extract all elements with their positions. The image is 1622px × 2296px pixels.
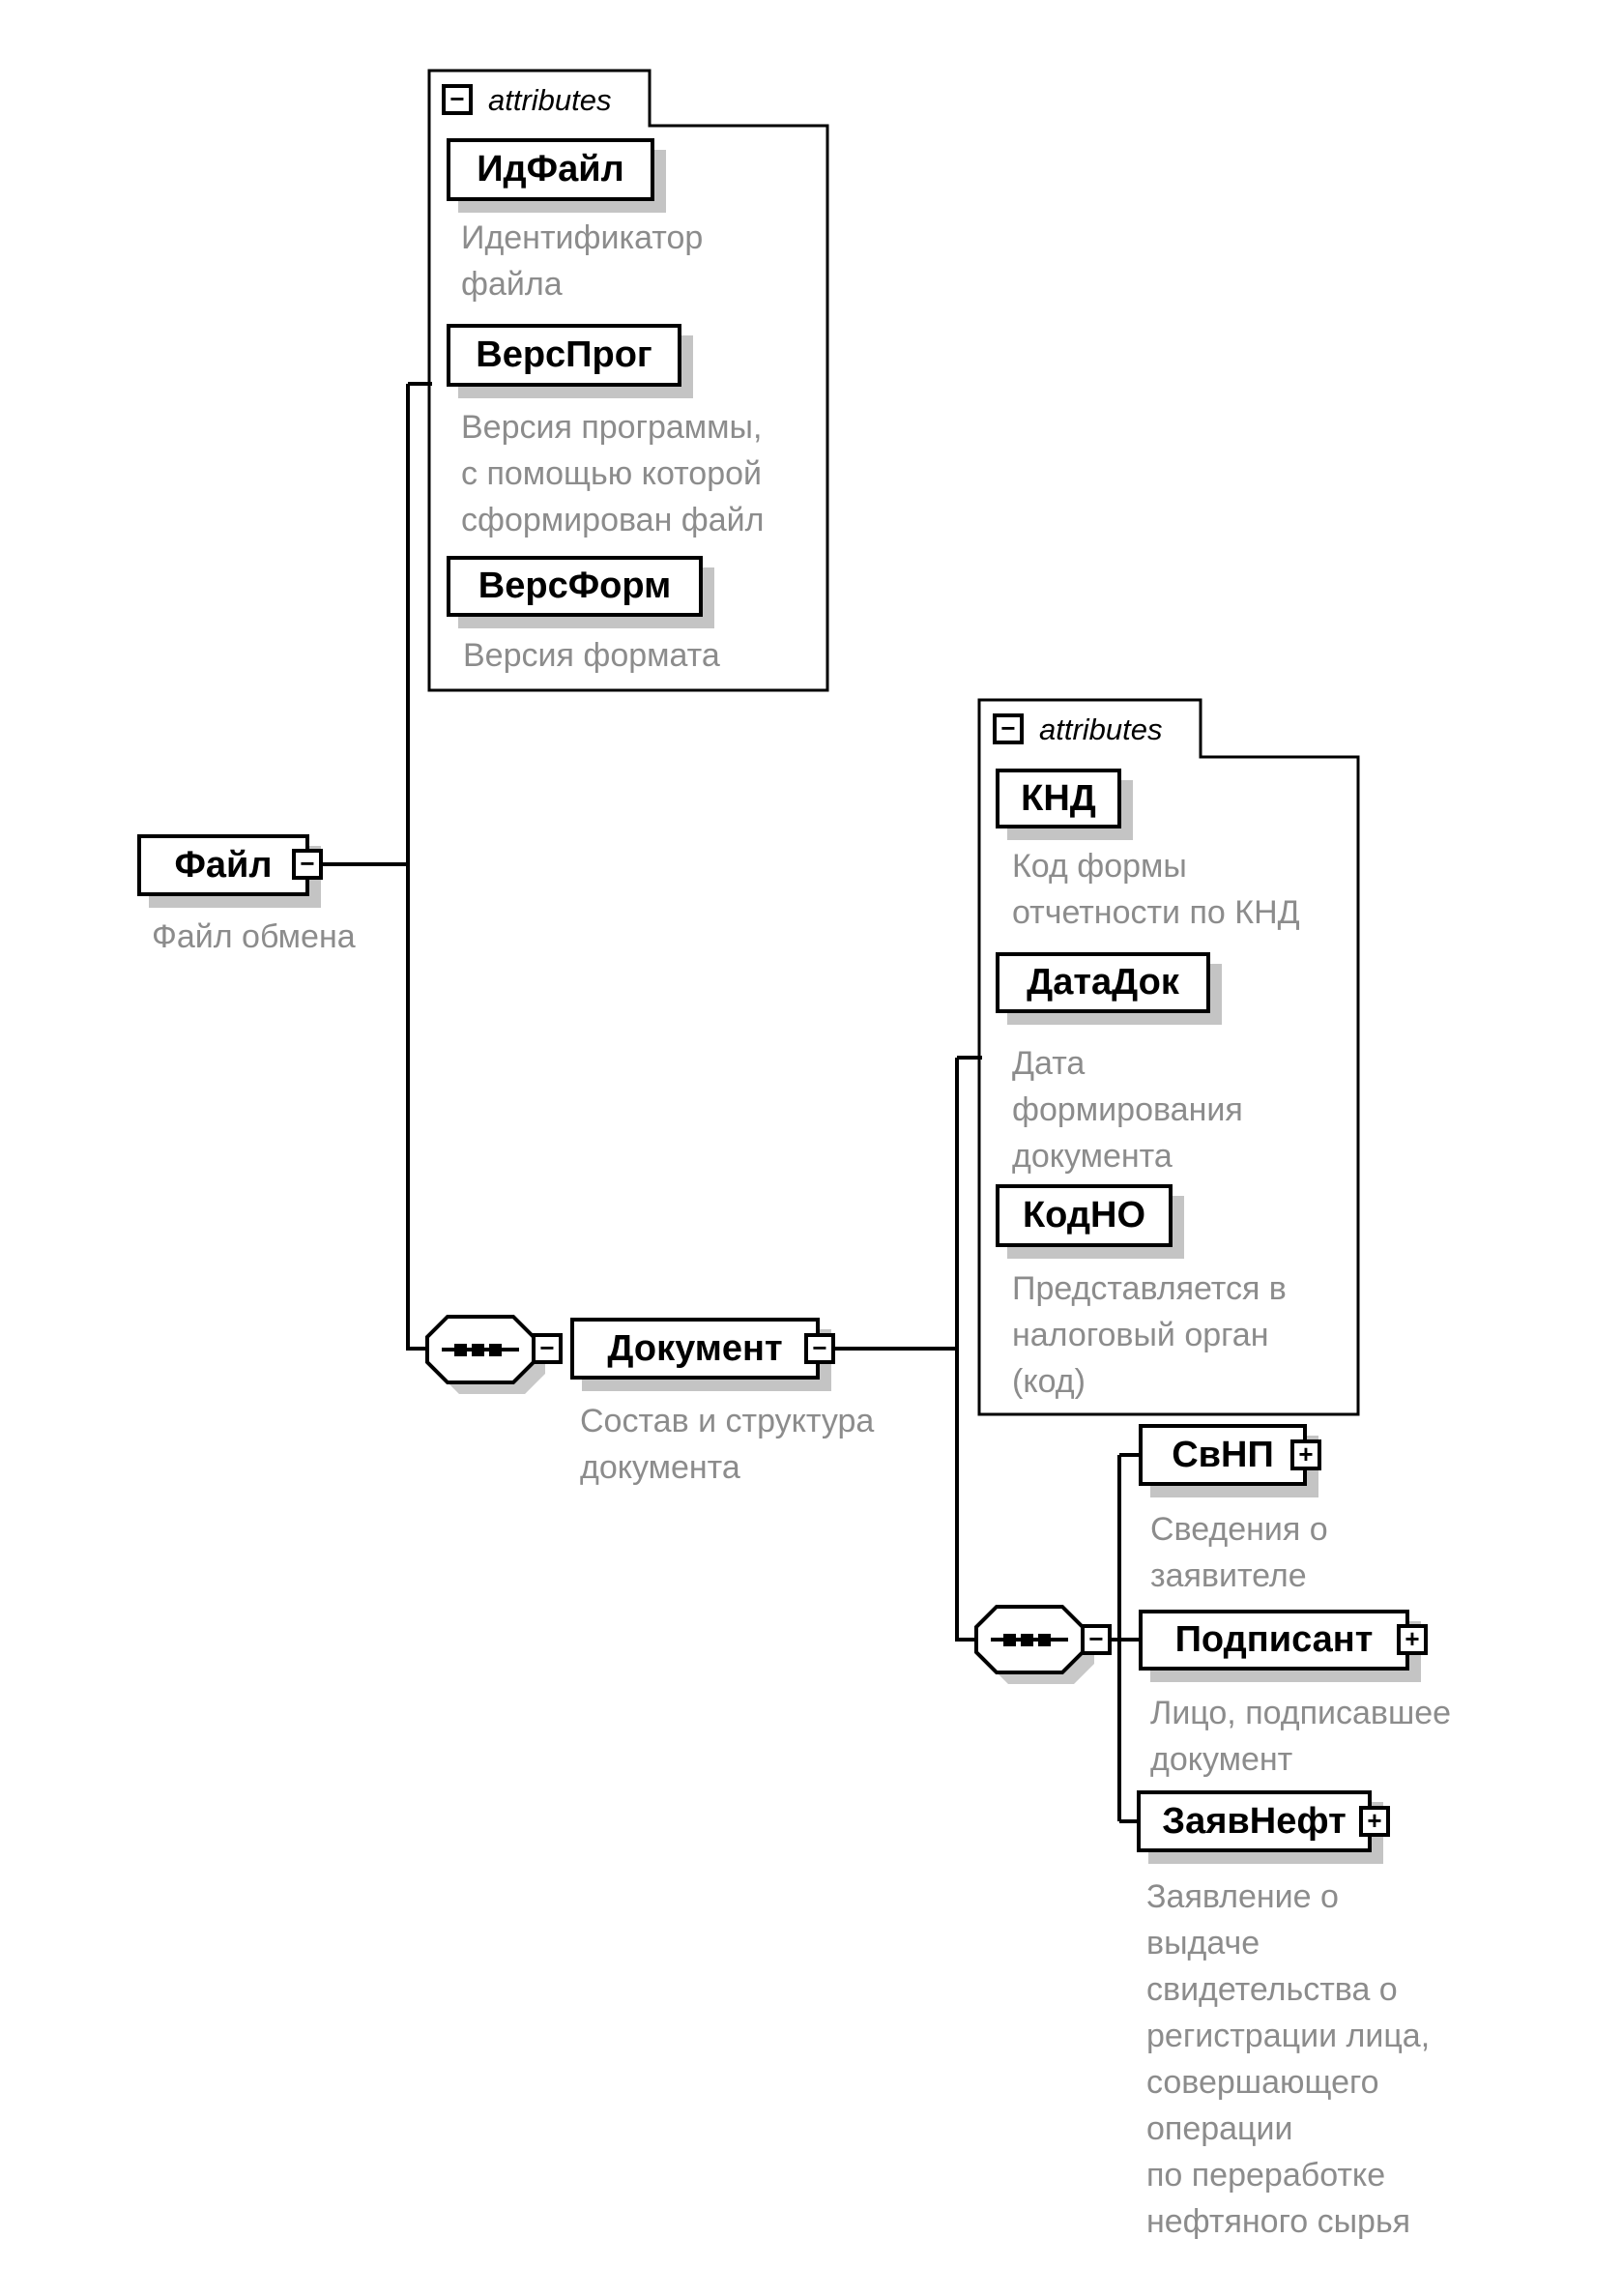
attribute-idfile[interactable]: ИдФайл bbox=[447, 138, 654, 201]
annotation-svnp: Сведения о заявителе bbox=[1150, 1511, 1328, 1594]
collapse-icon-sequence-document[interactable]: − bbox=[1081, 1624, 1112, 1655]
expand-icon-podpisant[interactable]: + bbox=[1397, 1624, 1428, 1655]
collapse-icon-file[interactable]: − bbox=[292, 849, 323, 880]
collapse-icon-sequence-file[interactable]: − bbox=[532, 1333, 563, 1364]
connector-lines bbox=[311, 382, 1143, 1823]
sequence-icon-document-children[interactable] bbox=[974, 1605, 1094, 1684]
annotation-podpisant: Лицо, подписавшее документ bbox=[1150, 1695, 1452, 1778]
element-file[interactable]: Файл bbox=[137, 834, 309, 896]
annotation-knd: Код формы отчетности по КНД bbox=[1012, 848, 1300, 931]
annotation-idfile: Идентификатор файла bbox=[461, 219, 704, 303]
element-svnp[interactable]: СвНП bbox=[1139, 1424, 1307, 1486]
annotation-kodno: Представляется в налоговый орган (код) bbox=[1012, 1270, 1287, 1400]
annotation-document: Состав и структура документа bbox=[580, 1403, 875, 1486]
attribute-kodno[interactable]: КодНО bbox=[996, 1184, 1173, 1247]
annotation-file: Файл обмена bbox=[152, 918, 356, 955]
annotation-versprog: Версия программы, с помощью которой сфор… bbox=[461, 409, 765, 538]
attribute-knd[interactable]: КНД bbox=[996, 769, 1121, 828]
sequence-icon-file-children[interactable] bbox=[425, 1315, 545, 1394]
expand-icon-zayavneft[interactable]: + bbox=[1359, 1806, 1390, 1837]
element-podpisant[interactable]: Подписант bbox=[1139, 1610, 1409, 1671]
annotation-zayavneft: Заявление о выдаче свидетельства о регис… bbox=[1146, 1878, 1431, 2240]
expand-icon-svnp[interactable]: + bbox=[1290, 1439, 1321, 1470]
attributes-group-label-file: attributes bbox=[488, 83, 612, 117]
attribute-datadok[interactable]: ДатаДок bbox=[996, 952, 1210, 1013]
attribute-versprog[interactable]: ВерсПрог bbox=[447, 324, 681, 387]
attributes-collapse-icon-file[interactable]: − bbox=[442, 84, 473, 115]
attributes-group-label-document: attributes bbox=[1039, 712, 1163, 746]
attribute-versform[interactable]: ВерсФорм bbox=[447, 556, 703, 617]
element-document[interactable]: Документ bbox=[570, 1318, 820, 1380]
collapse-icon-document[interactable]: − bbox=[804, 1333, 835, 1364]
element-zayavneft[interactable]: ЗаявНефт bbox=[1137, 1790, 1372, 1852]
annotation-datadok: Дата формирования документа bbox=[1012, 1045, 1243, 1175]
annotation-versform: Версия формата bbox=[463, 637, 720, 674]
attributes-collapse-icon-document[interactable]: − bbox=[993, 713, 1024, 744]
